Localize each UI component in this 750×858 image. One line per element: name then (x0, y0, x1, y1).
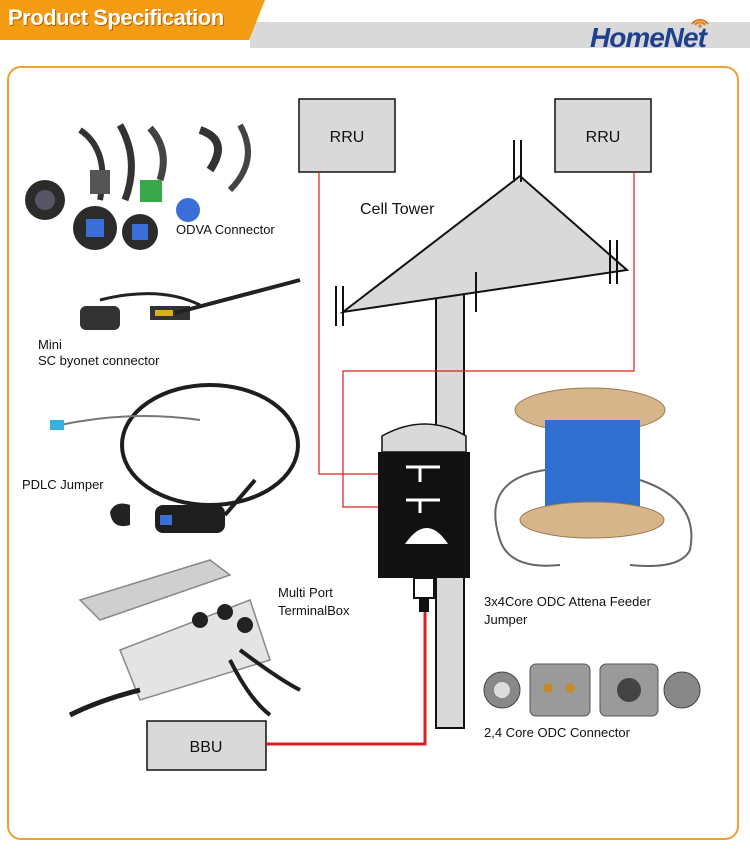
content-frame (7, 66, 739, 840)
cell-tower-label: Cell Tower (360, 201, 435, 218)
rru-left-box (298, 98, 396, 173)
splice-box (378, 423, 470, 612)
feeder-reel-image (494, 387, 693, 567)
antenna-marks (335, 140, 618, 326)
page-title: Product Specification (8, 5, 224, 30)
terminal-box-image (68, 559, 301, 718)
odc-label: 2,4 Core ODC Connector (484, 725, 630, 740)
rru-left-label: RRU (330, 129, 365, 146)
feeder-label-line1: 3x4Core ODC Attena Feeder (484, 594, 651, 609)
mini-sc-connector-image (80, 278, 301, 330)
pdlc-label: PDLC Jumper (22, 477, 104, 492)
odva-label: ODVA Connector (176, 222, 275, 237)
rru-right-box (554, 98, 652, 173)
odva-connector-image (25, 123, 251, 250)
pdlc-jumper-image (50, 383, 300, 533)
rru-right-label: RRU (586, 129, 621, 146)
bbu-fiber-line (266, 611, 427, 746)
terminal-box-label-line2: TerminalBox (278, 603, 350, 618)
terminal-box-label-line1: Multi Port (278, 585, 333, 600)
mini-sc-label-line1: Mini (38, 337, 62, 352)
feeder-label-line2: Jumper (484, 612, 528, 627)
tower-triangle (339, 174, 630, 314)
mini-sc-label-line2: SC byonet connector (38, 353, 160, 368)
title-tab (0, 0, 265, 40)
wifi-icon (691, 19, 709, 28)
bbu-box (146, 720, 267, 771)
header-bar (250, 22, 750, 48)
header: Product Specification HomeNet (0, 0, 750, 53)
bbu-label: BBU (190, 739, 223, 756)
odc-connector-image (483, 663, 701, 717)
brand-logo: HomeNet (590, 22, 707, 53)
